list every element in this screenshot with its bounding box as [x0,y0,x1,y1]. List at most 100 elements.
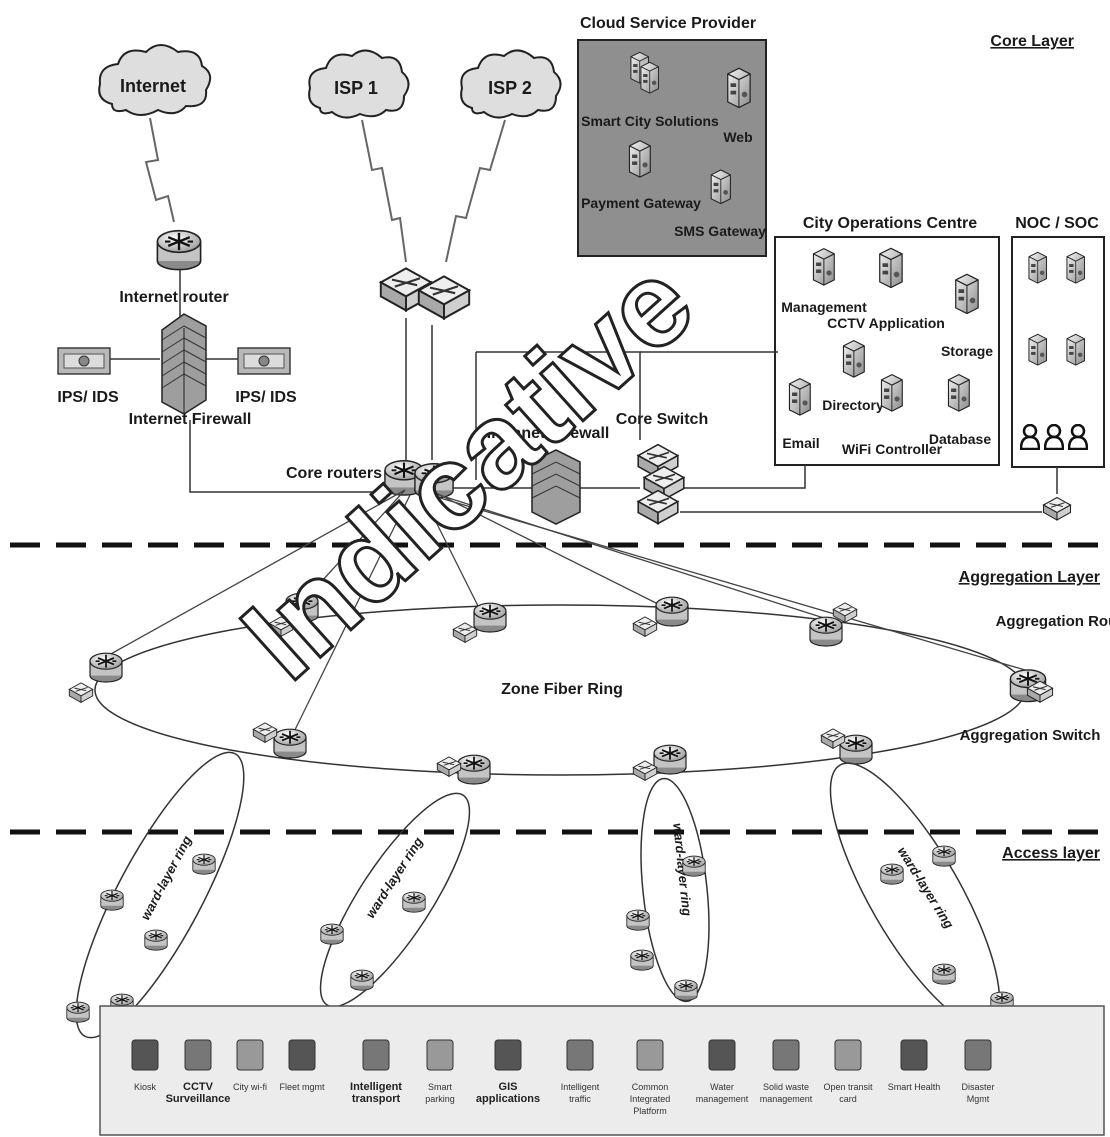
parking-icon [426,1039,454,1071]
platform-icon [636,1039,664,1071]
noc-server-icon-1 [1028,251,1048,284]
service-item: Fleet mgmt [279,1039,325,1092]
card-icon [834,1039,862,1071]
management-label: Management [781,299,867,315]
noc-server-icon-4 [1066,333,1086,366]
noc-title: NOC / SOC [1015,215,1099,232]
city-operations-centre: City Operations Centre Management CCTV A… [774,215,1000,466]
ward-ring-label-1: ward-layer ring [138,833,195,922]
agg-node-8 [436,754,491,785]
access-router-icon [320,923,344,945]
agg-switch-icon [68,682,94,703]
isp2-label: ISP 2 [488,78,532,98]
agg-router-icon [457,754,491,785]
database-server-icon [947,374,970,412]
ward-ring-2 [319,792,471,1008]
cloud-service-provider: Cloud Service Provider Smart City Soluti… [577,15,767,257]
access-router-icon [100,889,124,911]
smart-city-server-icon-2 [640,61,660,94]
wifi-controller-server-icon [880,374,903,412]
smart-city-label: Smart City Solutions [581,113,719,129]
agg-switch-label: Aggregation Switch [960,727,1101,744]
ips-ids-right-icon [237,347,291,375]
isp1-wan-link [361,119,407,263]
intranet-firewall-label: Intranet Firewall [487,425,610,442]
access-router-icon [682,855,706,877]
service-label: City wi-fi [233,1082,267,1092]
sms-label: SMS Gateway [674,223,766,239]
access-router-icon [626,909,650,931]
core-layer-label: Core Layer [990,33,1074,50]
access-router-icon [932,845,956,867]
ward-rings [75,751,1001,1039]
zone-fiber-ring: Zone Fiber Ring [94,604,1026,776]
aggregation-uplinks [99,489,1026,741]
internet-cloud: Internet [98,44,212,116]
disaster-icon [964,1039,992,1071]
service-item: Smart Health [888,1039,940,1092]
core-routers: Core routers [286,459,455,500]
access-router-icon [350,969,374,991]
ward-ring-3 [640,777,710,1003]
isp2-wan-link [445,119,506,263]
core-routers-label: Core routers [286,465,382,482]
traffic-light-icon [566,1039,594,1071]
agg-switch-icon [632,760,658,781]
internet-router-icon [156,229,202,271]
internet-wan-link [144,117,175,223]
cctv-app-server-icon [879,247,903,288]
noc-server-icon-3 [1028,333,1048,366]
service-item: Kiosk [131,1039,159,1092]
core-switch-label: Core Switch [616,411,708,428]
agg-node-4 [632,596,689,637]
payment-server-icon [628,140,651,178]
access-nodes [66,845,1014,1023]
internet-firewall-label: Internet Firewall [129,411,252,428]
ips-ids-left-icon [57,347,111,375]
noc-server-icon-2 [1066,251,1086,284]
agg-switch-icon [252,722,278,743]
water-icon [708,1039,736,1071]
payment-label: Payment Gateway [581,195,701,211]
agg-switch-icon [452,622,478,643]
internet-router: Internet router [119,229,229,306]
management-server-icon [812,248,835,286]
agg-node-3 [452,602,507,643]
csp-title: Cloud Service Provider [580,15,756,32]
core-switch: Core Switch [616,411,708,525]
service-item: City wi-fi [233,1039,267,1092]
noc-switch-icon [1042,496,1072,521]
fleet-icon [288,1039,316,1071]
cctv-app-label: CCTV Application [827,315,945,331]
agg-node-7 [252,722,307,759]
ward-ring-1 [75,751,245,1039]
web-label: Web [723,129,752,145]
email-server-icon [788,378,811,416]
storage-server-icon [955,273,979,314]
wan-links [144,117,506,263]
kiosk-icon [131,1039,159,1071]
web-server-icon [727,67,751,108]
gis-icon [494,1039,522,1071]
agg-node-9 [632,744,687,781]
agg-router-icon [653,744,687,775]
intranet-firewall: Intranet Firewall [487,425,610,525]
